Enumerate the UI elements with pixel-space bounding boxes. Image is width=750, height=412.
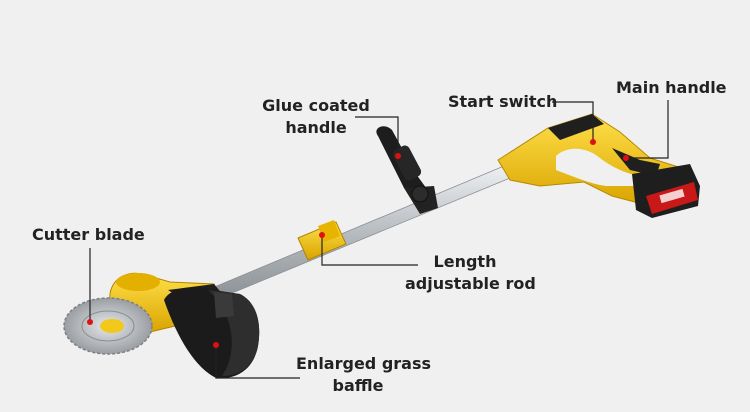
- label-length-adjustable-rod: Length adjustable rod: [405, 251, 536, 295]
- callout-lines: [89, 100, 669, 379]
- label-enlarged-grass-baffle-line1: Enlarged grass: [296, 354, 432, 373]
- label-enlarged-grass-baffle-line2: baffle: [332, 376, 384, 395]
- label-glue-coated-handle-line1: Glue coated: [262, 96, 370, 115]
- callout-dot-main-handle: [623, 155, 629, 161]
- callout-dots: [87, 139, 629, 348]
- grass-baffle-guard: [164, 287, 260, 379]
- label-enlarged-grass-baffle: Enlarged grass baffle: [296, 353, 432, 397]
- label-glue-coated-handle-line2: handle: [285, 118, 347, 137]
- label-length-adjustable-rod-line1: Length: [433, 252, 497, 271]
- label-glue-coated-handle: Glue coated handle: [262, 95, 370, 139]
- callout-line-main-handle: [628, 100, 669, 159]
- callout-line-glue-handle: [355, 116, 399, 155]
- callout-dot-glue-handle: [395, 153, 401, 159]
- callout-dot-cutter-blade: [87, 319, 93, 325]
- callout-dot-grass-baffle: [213, 342, 219, 348]
- cutter-blade-disc: [63, 297, 153, 355]
- label-length-adjustable-rod-line2: adjustable rod: [405, 274, 536, 293]
- callout-dot-length-rod: [319, 232, 325, 238]
- callout-dot-start-switch: [590, 139, 596, 145]
- battery-pack: [632, 164, 700, 218]
- label-cutter-blade: Cutter blade: [32, 225, 145, 244]
- label-main-handle: Main handle: [616, 78, 727, 97]
- label-start-switch: Start switch: [448, 92, 558, 111]
- callout-line-start-switch: [552, 101, 594, 140]
- callout-line-length-rod: [321, 236, 418, 266]
- auxiliary-handle: [376, 126, 438, 214]
- callout-line-grass-baffle: [215, 346, 300, 379]
